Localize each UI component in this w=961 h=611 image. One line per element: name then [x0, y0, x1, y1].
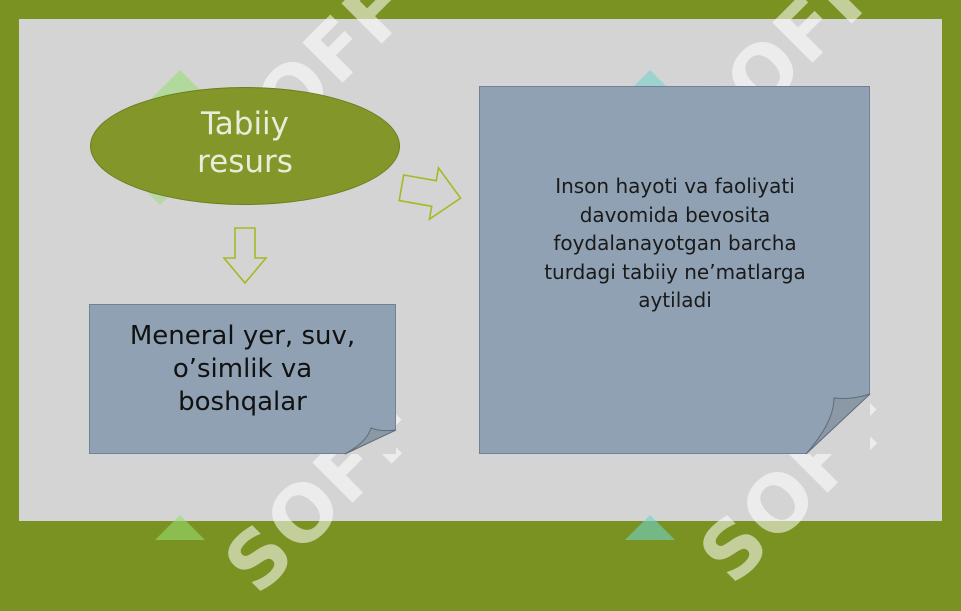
- definition-line-5: aytiladi: [638, 288, 712, 312]
- examples-text: Meneral yer, suv, o’simlik va boshqalar: [89, 320, 396, 419]
- examples-box: [89, 304, 396, 454]
- page-curl-icon: [344, 427, 397, 455]
- examples-line-1: Meneral yer, suv,: [129, 321, 356, 351]
- resource-oval-node: [90, 87, 400, 205]
- definition-text: Inson hayoti va faoliyati davomida bevos…: [500, 172, 850, 315]
- oval-label-line-2: resurs: [197, 144, 293, 180]
- oval-label-line-1: Tabiiy: [200, 106, 290, 142]
- definition-line-1: Inson hayoti va faoliyati: [555, 174, 795, 198]
- page-curl-icon: [805, 393, 871, 455]
- resource-oval-label: Tabiiy resurs: [90, 105, 400, 181]
- definition-line-4: turdagi tabiiy ne’matlarga: [544, 259, 806, 284]
- examples-line-3: boshqalar: [178, 387, 307, 417]
- definition-line-2: davomida bevosita: [579, 202, 771, 227]
- definition-box: [479, 86, 870, 454]
- definition-line-3: foydalanayotgan barcha: [553, 231, 797, 255]
- examples-line-2: o’simlik va: [172, 354, 313, 384]
